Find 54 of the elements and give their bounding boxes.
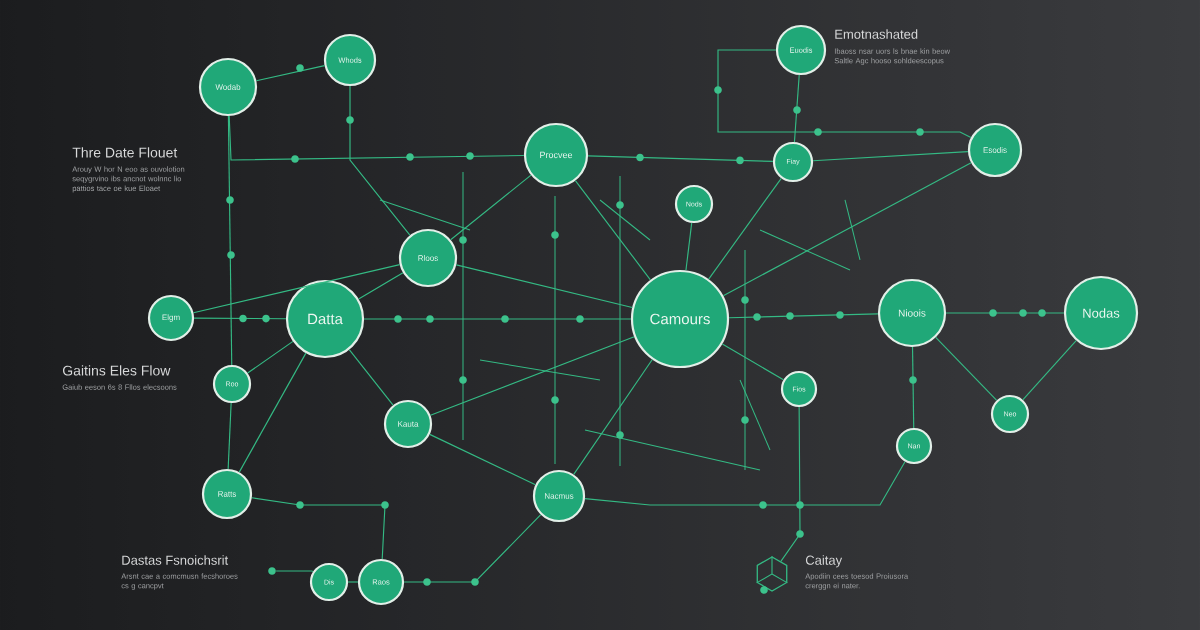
connector-line xyxy=(358,272,404,300)
connector-line xyxy=(574,180,651,281)
connector-line xyxy=(363,318,632,320)
cube-icon xyxy=(756,555,788,592)
connector-line xyxy=(717,49,972,139)
connector-line xyxy=(227,115,233,366)
connector-line xyxy=(349,85,411,236)
connector-line xyxy=(227,402,232,470)
heading: Gaitins Eles Flow xyxy=(63,365,171,376)
circle-node: Kauta xyxy=(383,399,433,449)
connector-line xyxy=(945,312,1065,314)
connector-line xyxy=(429,336,635,416)
connector-line xyxy=(348,349,394,406)
connector-line xyxy=(584,461,906,506)
heading: Thre Date Flouet xyxy=(72,147,178,158)
connector-line xyxy=(793,74,800,143)
circle-node: Nacmus xyxy=(532,469,586,523)
circle-node: Esodis xyxy=(967,122,1023,178)
connector-line xyxy=(192,264,401,314)
heading: Caitay xyxy=(805,555,843,568)
connector-line xyxy=(573,358,653,476)
connector-line xyxy=(935,336,998,401)
connector-line xyxy=(455,264,633,308)
circle-node: Procvee xyxy=(523,122,589,188)
connector-line xyxy=(247,340,294,374)
connector-line xyxy=(255,65,326,82)
connector-line xyxy=(450,174,532,241)
connector-line xyxy=(587,155,774,162)
circle-node: Elgm xyxy=(147,294,195,342)
heading: Dastas Fsnoichsrit xyxy=(122,555,229,565)
connector-line xyxy=(193,317,287,320)
connector-line xyxy=(275,570,314,573)
connector-line xyxy=(429,433,537,486)
circle-node: Wodab xyxy=(198,57,258,117)
circle-node: Datta xyxy=(285,279,365,359)
circle-node: Rloos xyxy=(398,228,458,288)
connector-line xyxy=(812,151,969,162)
circle-node: Nodas xyxy=(1063,275,1139,351)
connector-line xyxy=(721,343,784,381)
connector-line xyxy=(780,406,801,562)
connector-line xyxy=(403,514,542,583)
connector-line xyxy=(238,352,307,473)
circle-node: Nioois xyxy=(877,278,947,348)
connector-line xyxy=(1022,339,1077,401)
circle-node: Camours xyxy=(630,269,730,369)
connector-line xyxy=(685,222,693,271)
connector-line xyxy=(708,177,782,280)
connector-line xyxy=(251,497,386,560)
circle-node: Ratts xyxy=(201,468,253,520)
connector-line xyxy=(911,346,915,429)
connector-line xyxy=(722,162,972,297)
connector-line xyxy=(728,313,879,319)
connector-line xyxy=(347,581,359,583)
connector-line xyxy=(228,115,525,161)
